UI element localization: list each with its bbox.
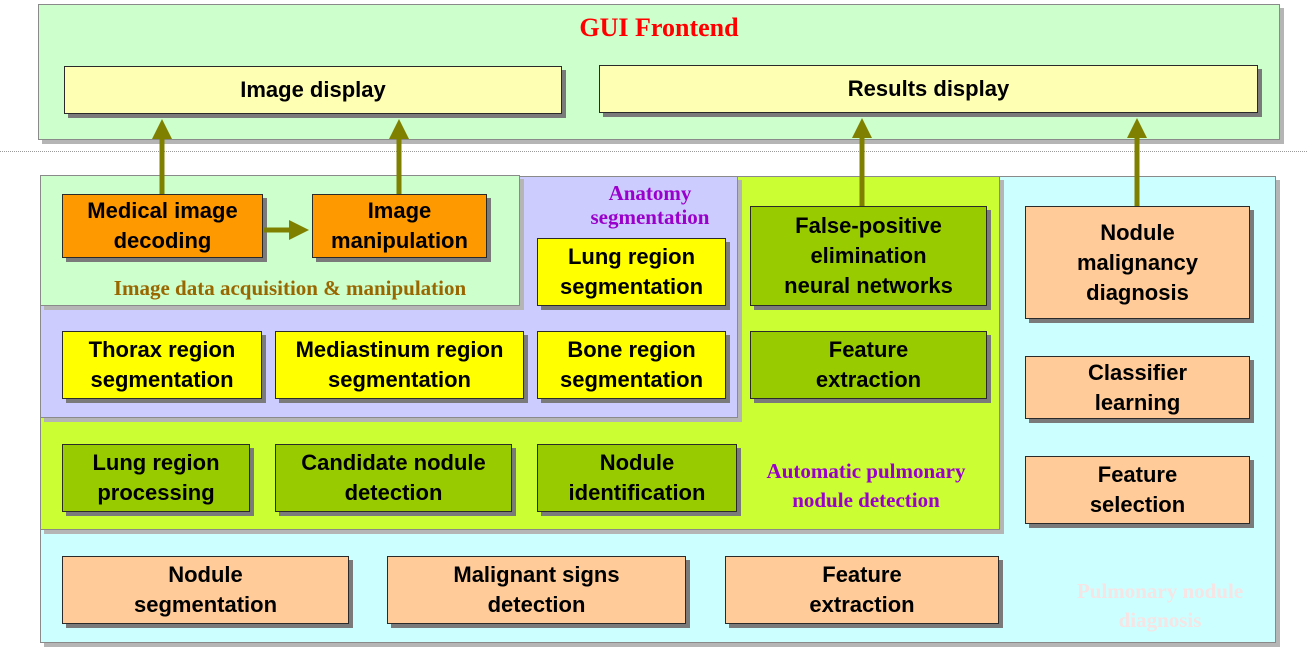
mediastinum-region-segmentation-box: Mediastinum region segmentation	[275, 331, 524, 399]
medical-image-decoding-box: Medical image decoding	[62, 194, 263, 258]
lung-region-segmentation-box: Lung region segmentation	[537, 238, 726, 306]
nodule-segmentation-box: Nodule segmentation	[62, 556, 349, 624]
separator-line	[0, 151, 1307, 152]
diagnosis-label: Pulmonary nodule diagnosis	[1076, 579, 1244, 632]
lung-region-processing-box: Lung region processing	[62, 444, 250, 512]
bone-region-segmentation-box: Bone region segmentation	[537, 331, 726, 399]
feature-selection-box: Feature selection	[1025, 456, 1250, 524]
classifier-learning-box: Classifier learning	[1025, 356, 1250, 419]
detection-label: Automatic pulmonary nodule detection	[766, 459, 966, 512]
anatomy-label: Anatomy segmentation	[590, 181, 710, 229]
image-display-box: Image display	[64, 66, 562, 114]
thorax-region-segmentation-box: Thorax region segmentation	[62, 331, 262, 399]
detection-feature-extraction-box: Feature extraction	[750, 331, 987, 399]
results-display-box: Results display	[599, 65, 1258, 113]
acquisition-label: Image data acquisition & manipulation	[113, 276, 467, 300]
image-manipulation-box: Image manipulation	[312, 194, 487, 258]
gui-frontend-title: GUI Frontend	[579, 13, 739, 42]
nodule-malignancy-diagnosis-box: Nodule malignancy diagnosis	[1025, 206, 1250, 319]
malignant-signs-detection-box: Malignant signs detection	[387, 556, 686, 624]
diagnosis-feature-extraction-box: Feature extraction	[725, 556, 999, 624]
nodule-identification-box: Nodule identification	[537, 444, 737, 512]
false-positive-elimination-box: False-positive elimination neural networ…	[750, 206, 987, 306]
candidate-nodule-detection-box: Candidate nodule detection	[275, 444, 512, 512]
